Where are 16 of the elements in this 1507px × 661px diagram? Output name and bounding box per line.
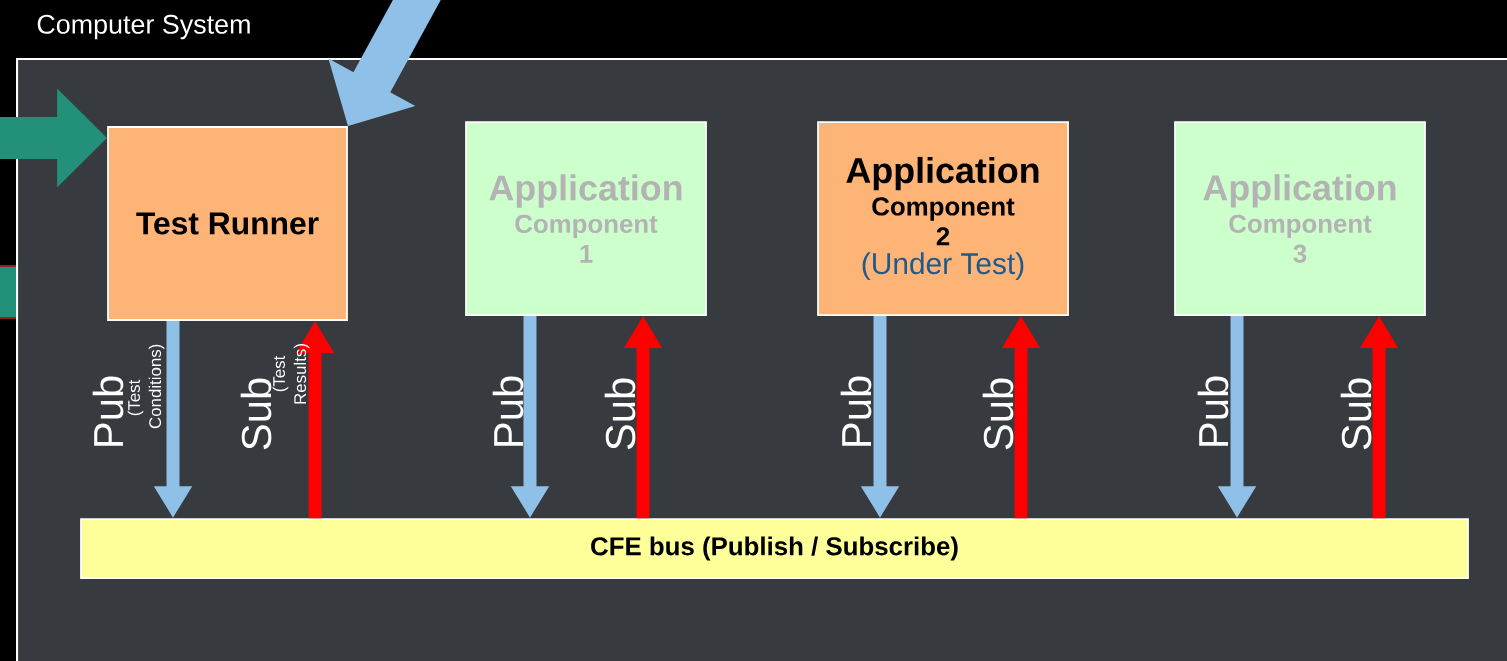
bus-bar: CFE bus (Publish / Subscribe) <box>80 518 1469 579</box>
edge-label: Pub <box>492 376 524 446</box>
node-label: Computer System <box>37 14 250 40</box>
edge-label: Sub <box>604 378 636 450</box>
component-box: Application Component 2 (Under Test) <box>817 121 1069 316</box>
edge-label: Sub <box>1340 378 1372 450</box>
test-runner-box: Test Runner <box>107 126 348 321</box>
component-box: Application Component 3 <box>1174 121 1426 316</box>
edge-note: (Test Results) <box>272 344 310 404</box>
edge-label: Pub <box>1197 376 1229 446</box>
edge-label: Sub <box>982 378 1014 450</box>
edge-label: Pub <box>840 376 872 446</box>
component-box: Application Component 1 <box>465 121 707 316</box>
edge-label: Sub <box>240 378 272 450</box>
edge-note: (Test Conditions) <box>127 344 165 429</box>
edge-label: Pub <box>92 376 124 446</box>
